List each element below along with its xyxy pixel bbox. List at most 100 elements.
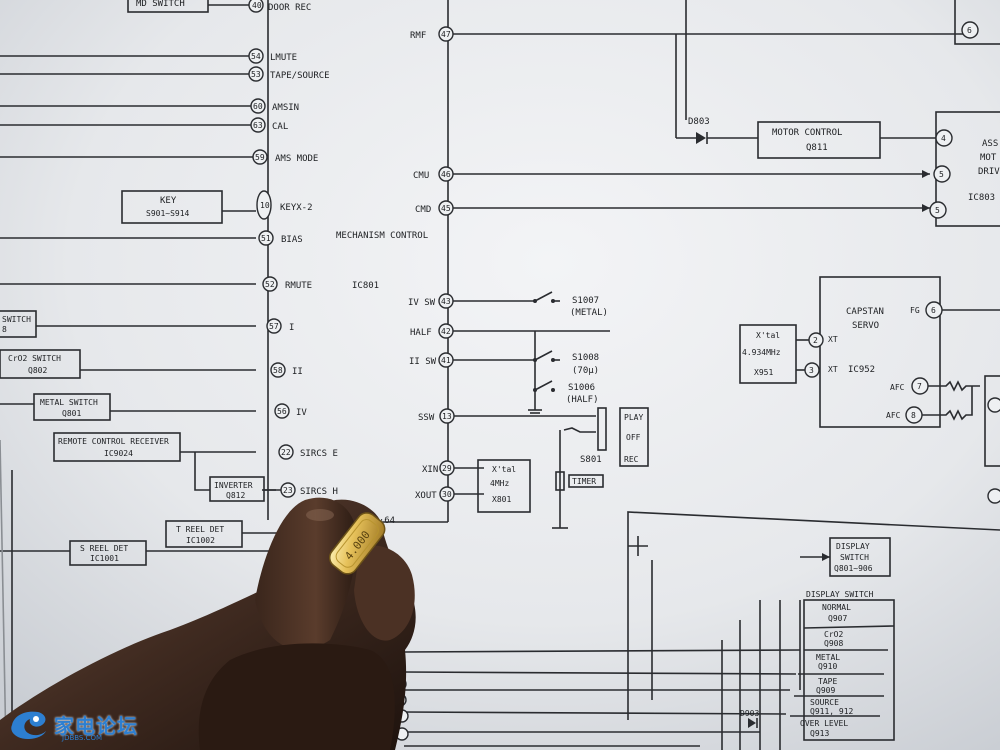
pin-label: AMS MODE	[275, 154, 318, 164]
bottom-bus-lines	[403, 560, 801, 750]
display-row-ref: Q913	[810, 729, 829, 738]
pin-label: IV SW	[408, 298, 436, 308]
display-switch-ref: Q801~906	[834, 564, 873, 573]
display-row-name: TAPE	[818, 677, 837, 686]
md-switch-label: MD SWITCH	[136, 0, 185, 9]
s801-off: OFF	[626, 433, 641, 442]
s-reel-name: S REEL DET	[80, 544, 128, 553]
pin-number: 4	[941, 134, 946, 143]
remote-receiver-block: REMOTE CONTROL RECEIVER IC9024	[53, 432, 181, 462]
pin-number: 3	[809, 366, 814, 375]
s1006-ref: S1006	[568, 383, 595, 393]
pin-number: 41	[441, 356, 451, 365]
d903-label: D903	[740, 709, 759, 718]
xtal-freq: 4MHz	[490, 479, 509, 488]
ic801-left-pin-labels: DOOR REC LMUTE TAPE/SOURCE AMSIN CAL AMS…	[268, 3, 338, 497]
key-ref: S901~S914	[146, 209, 190, 218]
display-row-name: SOURCE	[810, 698, 839, 707]
xtal2-name: X'tal	[756, 331, 780, 340]
xtal-ref: X801	[492, 495, 511, 504]
pin-label: SIRCS E	[300, 449, 338, 459]
pin-label: IV	[296, 408, 307, 418]
capstan-pin-afc: AFC	[890, 383, 905, 392]
pin-label: XIN	[422, 465, 438, 475]
watermark-url: JDBBS.COM	[62, 734, 103, 742]
pin-label: II SW	[409, 357, 437, 367]
s1008-note: (70μ)	[572, 366, 599, 376]
s-reel-ref: IC1001	[90, 554, 119, 563]
motor-driver-text: MOT	[980, 153, 997, 163]
pin-label: RMF	[410, 31, 426, 41]
metal-switch-ref: Q801	[62, 409, 81, 418]
watermark-icon	[11, 711, 46, 739]
pin-number: 60	[253, 102, 263, 111]
pin-number: 52	[265, 280, 275, 289]
xtal-4mhz-block: X'tal 4MHz X801	[477, 459, 531, 513]
motor-driver-text: ASS	[982, 139, 998, 149]
capstan-pin-xt: XT	[828, 365, 838, 374]
pin-label: HALF	[410, 328, 432, 338]
pin-number: 56	[277, 407, 287, 416]
metal-switch-block: METAL SWITCH Q801	[33, 393, 111, 421]
ic801-left-pin-circles	[248, 0, 296, 498]
pin-number: 63	[253, 121, 263, 130]
display-row-ref: Q908	[824, 639, 843, 648]
xtal2-freq: 4.934MHz	[742, 348, 781, 357]
capstan-pin-fg: FG	[910, 306, 920, 315]
motor-control-ref: Q811	[806, 143, 828, 153]
pin-label: CMU	[413, 171, 429, 181]
pin-number: 42	[441, 327, 451, 336]
pin-number: 51	[261, 234, 271, 243]
motor-control-name: MOTOR CONTROL	[772, 128, 842, 138]
pin-number: 29	[442, 464, 452, 473]
capstan-name2: SERVO	[852, 321, 879, 331]
display-row-name: CrO2	[824, 630, 843, 639]
ic801-right-pin-numbers: 47 46 45 43 42 41 13 29 30	[441, 30, 452, 499]
pin-number: 2	[813, 336, 818, 345]
pin-label: KEYX-2	[280, 203, 313, 213]
pin-number: 40	[252, 1, 262, 10]
xtal-4934-block: X'tal 4.934MHz X951	[739, 324, 797, 384]
ic801-ref: IC801	[352, 281, 379, 291]
pin-number: 5	[935, 206, 940, 215]
timer-label: TIMER	[572, 477, 596, 486]
ic801-name: MECHANISM CONTROL	[336, 231, 428, 241]
display-row-ref: Q910	[818, 662, 837, 671]
s1007-note: (METAL)	[570, 308, 608, 318]
xtal2-ref: X951	[754, 368, 773, 377]
display-row-ref: Q907	[828, 614, 847, 623]
s1007-ref: S1007	[572, 296, 599, 306]
capstan-servo-block: CAPSTAN SERVO IC952 FG AFC AFC XT XT	[819, 276, 941, 428]
pin-number: 57	[269, 322, 279, 331]
pin-number: 10	[260, 201, 270, 210]
pin-label: SIRCS H	[300, 487, 338, 497]
pin-number: 45	[441, 204, 451, 213]
display-row-name: NORMAL	[822, 603, 851, 612]
s801-rec: REC	[624, 455, 639, 464]
display-switch-name: DISPLAY	[836, 542, 870, 551]
display-row-ref: Q909	[816, 686, 835, 695]
pin-number: 54	[251, 52, 261, 61]
pin-number: 5	[939, 170, 944, 179]
s1008-ref: S1008	[572, 353, 599, 363]
pin-label: RMUTE	[285, 281, 312, 291]
pin-number: 43	[441, 297, 451, 306]
switch-block-partial: SWITCH 8	[0, 310, 37, 338]
pin-label: CMD	[415, 205, 431, 215]
pin-label: II	[292, 367, 303, 377]
pin-number: 30	[442, 490, 452, 499]
pin-number: 59	[255, 153, 265, 162]
pin-number: 58	[273, 366, 283, 375]
inverter-ref: Q812	[226, 491, 245, 500]
pin-number: 6	[967, 26, 972, 35]
pin-number: 22	[281, 448, 291, 457]
pin-label: CAL	[272, 122, 288, 132]
pin-number: 7	[917, 382, 922, 391]
pin-number: 13	[442, 412, 452, 421]
t-reel-name: T REEL DET	[176, 525, 224, 534]
pin-number: 53	[251, 70, 261, 79]
pin-label: DOOR REC	[268, 3, 311, 13]
pin-number: 46	[441, 170, 451, 179]
cro2-switch-name: CrO2 SWITCH	[8, 354, 61, 363]
